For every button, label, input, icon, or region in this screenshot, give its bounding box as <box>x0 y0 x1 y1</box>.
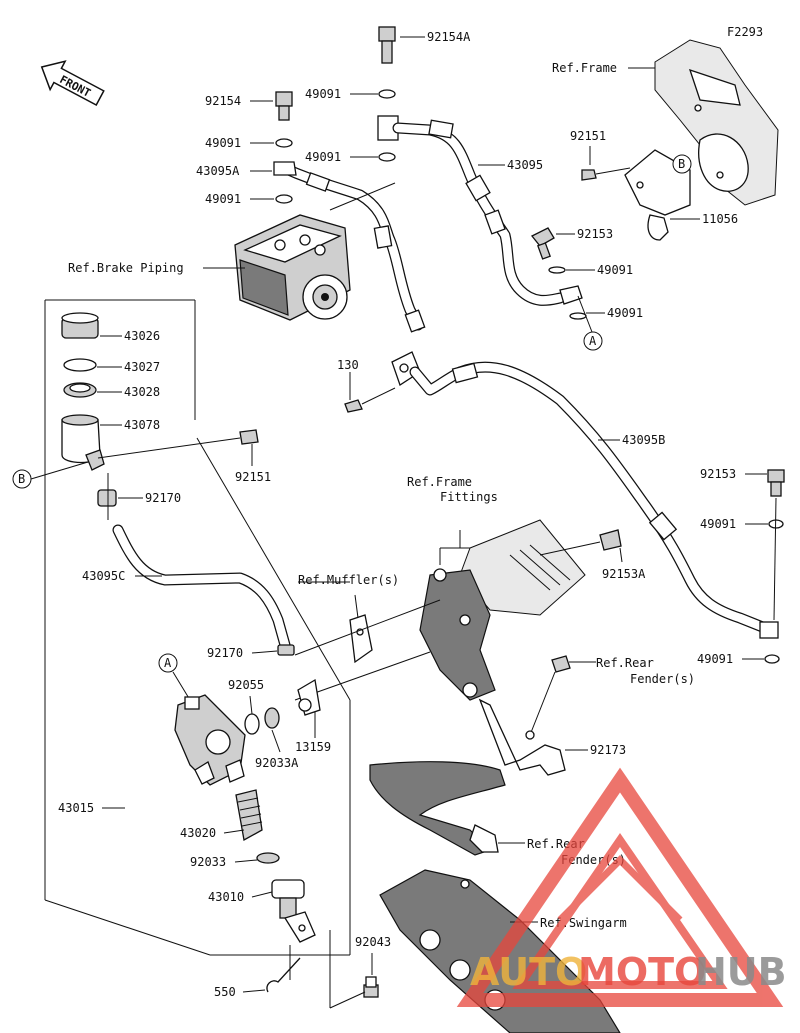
callout-92173: 92173 <box>590 743 626 757</box>
marker-b-top: B <box>672 154 692 174</box>
watermark-hub: HUB <box>695 950 787 994</box>
ref-rear-fender-1b: Fender(s) <box>630 672 695 686</box>
callout-92153A: 92153A <box>602 567 646 581</box>
callout-43020: 43020 <box>180 826 216 840</box>
ref-rear-fender-1a: Ref.Rear <box>596 656 654 670</box>
ref-frame-fittings-2: Fittings <box>440 490 498 504</box>
callout-43010: 43010 <box>208 890 244 904</box>
diaphragm-icon <box>63 382 97 398</box>
bolt-icon <box>239 429 259 445</box>
callout-92153-right: 92153 <box>700 467 736 481</box>
callout-49091-d: 49091 <box>305 150 341 164</box>
diaphragm-plate-icon <box>63 358 97 372</box>
callout-92170-low: 92170 <box>207 646 243 660</box>
callout-49091-f: 49091 <box>597 263 633 277</box>
marker-b-label: B <box>678 157 685 171</box>
banjo-bolt-icon <box>273 91 297 204</box>
watermark-logo <box>456 767 784 1007</box>
o-ring-icon <box>244 713 260 735</box>
callout-49091-i: 49091 <box>697 652 733 666</box>
watermark-auto: AUTO <box>470 950 587 994</box>
master-cylinder-icon <box>174 694 246 786</box>
callout-49091-b: 49091 <box>205 192 241 206</box>
ref-muffler: Ref.Muffler(s) <box>298 573 399 587</box>
frame-fittings-drawing <box>419 519 586 701</box>
callout-92151-top: 92151 <box>570 129 606 143</box>
push-rod-boot-icon <box>235 789 263 842</box>
callout-130: 130 <box>337 358 359 372</box>
front-arrow-icon: FRONT <box>40 60 105 107</box>
callout-49091-h: 49091 <box>700 517 736 531</box>
callout-92033: 92033 <box>190 855 226 869</box>
clamp-bracket-icon <box>478 698 566 776</box>
callout-92170-top: 92170 <box>145 491 181 505</box>
callout-43095B: 43095B <box>622 433 665 447</box>
clamp-icon <box>277 644 295 656</box>
marker-b-left: B <box>12 469 32 489</box>
watermark-moto: MOTO <box>578 950 706 994</box>
callout-92043: 92043 <box>355 935 391 949</box>
reservoir-cap-icon <box>61 312 99 339</box>
callout-43026: 43026 <box>124 329 160 343</box>
ref-swingarm: Ref.Swingarm <box>540 916 627 930</box>
callout-43095C: 43095C <box>82 569 125 583</box>
callout-43027: 43027 <box>124 360 160 374</box>
rear-fender-drawing <box>369 761 506 856</box>
callout-43095A: 43095A <box>196 164 240 178</box>
callout-11056: 11056 <box>702 212 738 226</box>
callout-92055: 92055 <box>228 678 264 692</box>
ref-frame-top: Ref.Frame <box>552 61 617 75</box>
callout-43028: 43028 <box>124 385 160 399</box>
callout-92154A: 92154A <box>427 30 471 44</box>
abs-unit-drawing <box>234 214 351 321</box>
hose-fitting-icon <box>297 678 321 716</box>
circlip-icon <box>256 852 280 864</box>
callout-43095: 43095 <box>507 158 543 172</box>
ref-frame-fittings-1: Ref.Frame <box>407 475 472 489</box>
marker-a-left: A <box>158 653 178 673</box>
callout-49091-c: 49091 <box>305 87 341 101</box>
callout-92153-top: 92153 <box>577 227 613 241</box>
marker-a-top: A <box>583 331 603 351</box>
callout-49091-a: 49091 <box>205 136 241 150</box>
joint-icon <box>344 351 421 413</box>
callout-92033A: 92033A <box>255 756 299 770</box>
marker-b-label: B <box>18 472 25 486</box>
marker-a-label: A <box>589 334 597 348</box>
marker-a-label: A <box>164 656 172 670</box>
frame-bracket-drawing <box>624 39 779 241</box>
callout-13159: 13159 <box>295 740 331 754</box>
push-rod-icon <box>271 879 316 943</box>
banjo-bolt-icon <box>764 469 785 664</box>
callout-43015: 43015 <box>58 801 94 815</box>
muffler-bracket-icon <box>349 614 373 664</box>
fender-bolt-icon <box>551 655 571 673</box>
bolt-icon <box>581 167 631 181</box>
circlip-icon <box>264 707 280 729</box>
callout-43078: 43078 <box>124 418 160 432</box>
callout-49091-g: 49091 <box>607 306 643 320</box>
callout-550: 550 <box>214 985 236 999</box>
banjo-bolt-icon <box>530 227 587 320</box>
callout-92154: 92154 <box>205 94 241 108</box>
callout-92151-mid: 92151 <box>235 470 271 484</box>
bolt-icon <box>539 529 622 556</box>
clamp-icon <box>97 489 117 507</box>
figure-code: F2293 <box>727 25 763 39</box>
cotter-pin-icon <box>266 957 301 993</box>
reservoir-tank-icon <box>61 414 105 471</box>
clevis-pin-icon <box>363 976 379 998</box>
banjo-bolt-icon <box>377 26 399 162</box>
ref-brake-piping: Ref.Brake Piping <box>68 261 184 275</box>
